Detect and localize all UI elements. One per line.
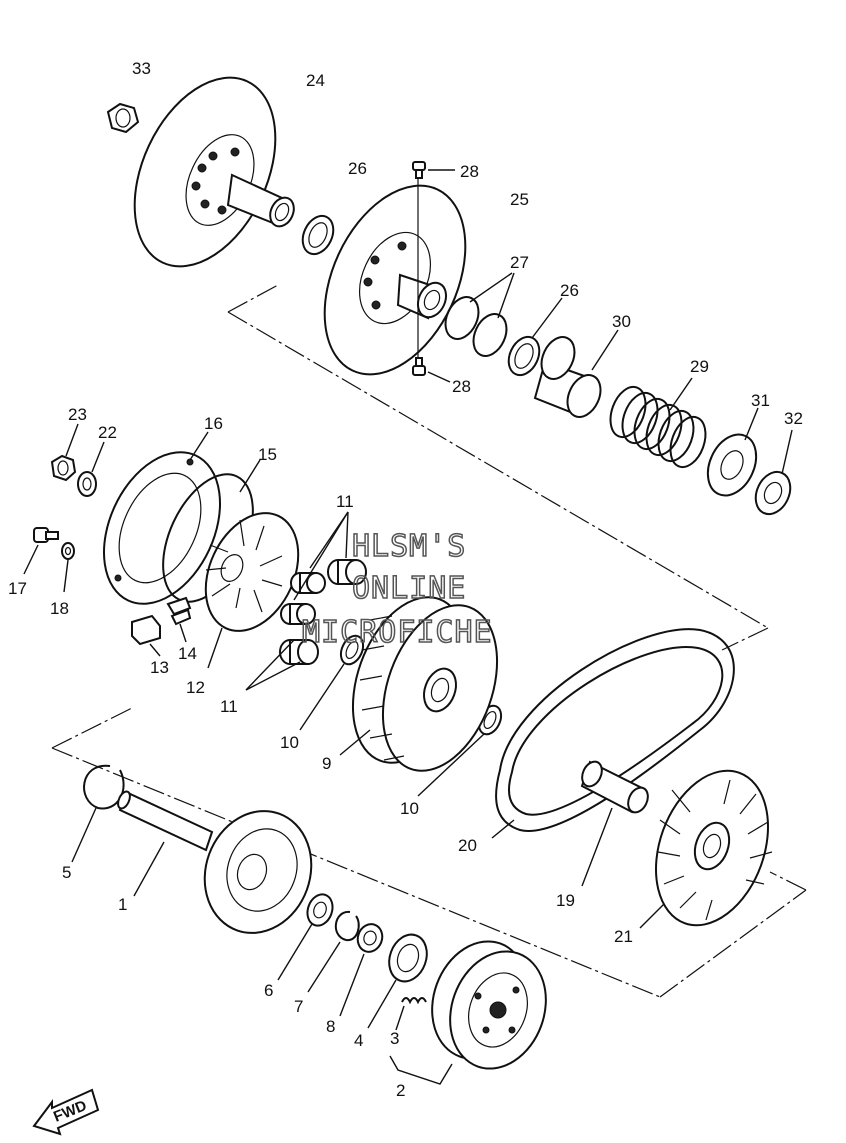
washer-31 — [706, 407, 759, 497]
callout-33: 33 — [132, 59, 151, 78]
callout-14: 14 — [178, 644, 197, 663]
clutch-carrier-2 — [389, 940, 547, 1085]
bearing-6 — [277, 893, 334, 981]
nut-23 — [50, 423, 79, 482]
callout-29: 29 — [690, 357, 709, 376]
guide-pin-28-upper — [412, 161, 455, 179]
compression-spring-29 — [609, 377, 707, 469]
primary-sliding-sheave-12 — [204, 512, 300, 669]
forward-direction-arrow: FWD — [32, 1088, 100, 1136]
callout-labels: 33 24 26 28 25 27 26 30 28 29 31 32 23 2… — [8, 59, 803, 1100]
callout-13: 13 — [150, 658, 169, 677]
weight-roller-11 — [245, 511, 367, 691]
callout-1: 1 — [118, 895, 127, 914]
oil-seal-26-lower — [507, 297, 563, 377]
fixed-sheave-24 — [133, 76, 295, 268]
callout-15: 15 — [258, 445, 277, 464]
slider-14 — [166, 596, 192, 643]
callout-8: 8 — [326, 1017, 335, 1036]
callout-6: 6 — [264, 981, 273, 1000]
guide-pin-28-lower — [412, 357, 451, 383]
callout-20: 20 — [458, 836, 477, 855]
oil-seal-26-upper — [301, 214, 335, 256]
callout-7: 7 — [294, 997, 303, 1016]
callout-10-upper: 10 — [280, 733, 299, 752]
watermark: HLSM'S ONLINE MICROFICHE — [301, 528, 493, 651]
callout-26-upper: 26 — [348, 159, 367, 178]
clutch-housing-1 — [117, 790, 313, 934]
oil-seal-4 — [367, 933, 428, 1029]
primary-fan-sheave-21 — [639, 769, 773, 929]
o-ring-27 — [444, 272, 515, 357]
callout-32: 32 — [784, 409, 803, 428]
screw-17 — [23, 527, 59, 575]
callout-17: 17 — [8, 579, 27, 598]
spring-seat-30 — [533, 329, 619, 418]
callout-27: 27 — [510, 253, 529, 272]
sliding-sheave-25 — [323, 178, 467, 376]
callout-26-lower: 26 — [560, 281, 579, 300]
callout-24: 24 — [306, 71, 325, 90]
watermark-line-1: HLSM'S — [352, 529, 466, 564]
collar-19 — [580, 760, 649, 887]
nut-32 — [754, 429, 793, 516]
callout-4: 4 — [354, 1031, 363, 1050]
collar-10-upper — [299, 634, 365, 731]
slider-13 — [131, 614, 161, 657]
callout-2: 2 — [396, 1081, 405, 1100]
callout-31: 31 — [751, 391, 770, 410]
spring-3 — [395, 997, 427, 1031]
v-belt-20 — [491, 628, 735, 839]
watermark-line-3: MICROFICHE — [302, 615, 493, 650]
callout-3: 3 — [390, 1029, 399, 1048]
callout-11-upper: 11 — [336, 492, 354, 511]
watermark-line-2: ONLINE — [352, 571, 466, 606]
callout-30: 30 — [612, 312, 631, 331]
circlip-7 — [307, 910, 360, 993]
callout-22: 22 — [98, 423, 117, 442]
washer-22 — [77, 441, 105, 497]
callout-11-lower: 11 — [220, 697, 238, 716]
callout-16: 16 — [204, 414, 223, 433]
callout-25: 25 — [510, 190, 529, 209]
primary-fixed-sheave-9 — [339, 596, 499, 772]
callout-23: 23 — [68, 405, 87, 424]
callout-9: 9 — [322, 754, 331, 773]
bush-8 — [339, 923, 384, 1017]
callout-28-upper: 28 — [460, 162, 479, 181]
callout-10-lower: 10 — [400, 799, 419, 818]
callout-5: 5 — [62, 863, 71, 882]
cam-plate-16 — [102, 431, 222, 605]
washer-18 — [61, 542, 75, 593]
callout-12: 12 — [186, 678, 205, 697]
callout-19: 19 — [556, 891, 575, 910]
callout-18: 18 — [50, 599, 69, 618]
assembly-boundary-lines — [51, 284, 807, 998]
callout-28-lower: 28 — [452, 377, 471, 396]
callout-21: 21 — [614, 927, 633, 946]
circlip-5 — [71, 764, 125, 863]
nut-33 — [106, 102, 140, 134]
